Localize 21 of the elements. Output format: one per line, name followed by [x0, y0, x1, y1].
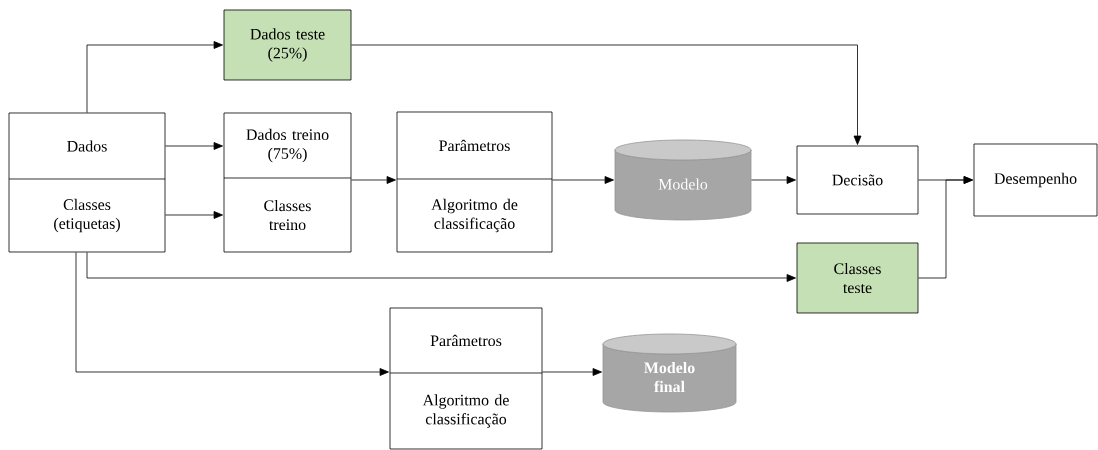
split-box: Parâmetros Algoritmo de classificação [396, 111, 553, 253]
split-box: Dados Classes (etiquetas) [8, 112, 166, 253]
arrow [75, 252, 389, 376]
split-box: Dados treino (75%) Classes treino [223, 112, 352, 253]
arrow [165, 142, 223, 150]
arrow [542, 368, 602, 376]
arrow [751, 176, 796, 184]
cylinder: Modelo final [602, 333, 737, 413]
cylinder: Modelo [614, 139, 752, 221]
process-box: Desempenho [973, 143, 1098, 217]
process-box: Dados teste (25%) [223, 9, 352, 81]
arrow [918, 176, 973, 279]
split-box: Parâmetros Algoritmo de classificação [389, 307, 543, 450]
arrow [552, 176, 614, 184]
arrow [86, 252, 796, 282]
arrow [86, 41, 223, 113]
arrow [351, 176, 396, 184]
process-box: Decisão [796, 145, 919, 215]
arrow [165, 211, 223, 219]
process-box: Classes teste [796, 242, 919, 314]
arrow [351, 44, 862, 145]
